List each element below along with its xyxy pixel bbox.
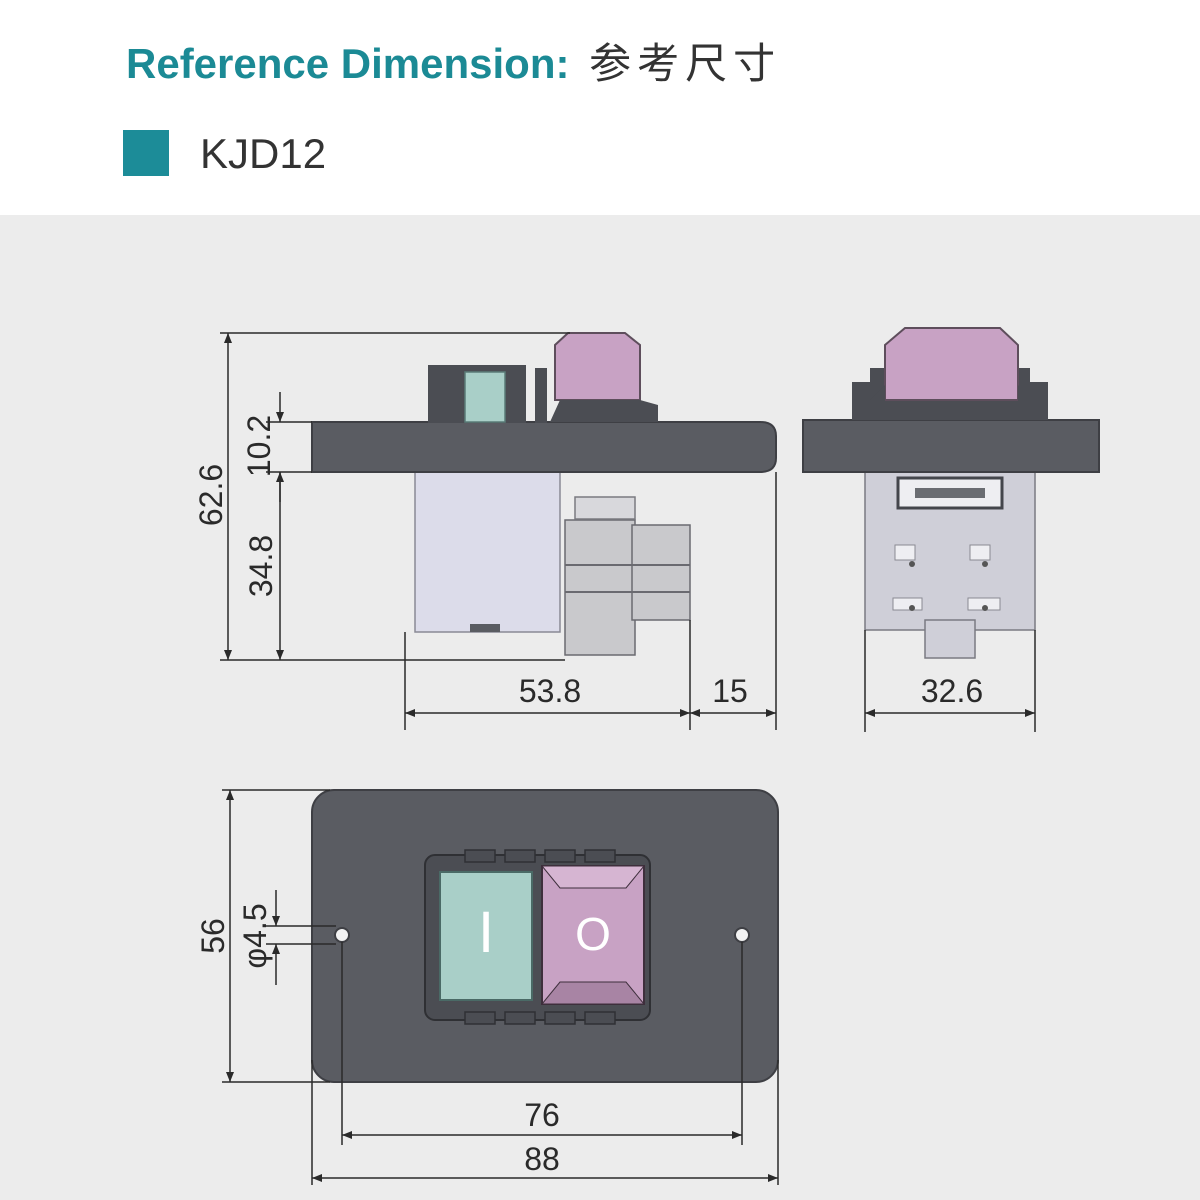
page-title: Reference Dimension: 参考尺寸 — [126, 30, 781, 91]
dim-label-62-6: 62.6 — [193, 464, 229, 526]
title-chinese: 参考尺寸 — [589, 39, 782, 88]
dim-label-10-2: 10.2 — [241, 415, 277, 477]
body-slot — [470, 624, 500, 632]
mounting-flange — [311, 421, 777, 473]
model-color-swatch — [123, 130, 169, 176]
end-view: 32.6 — [802, 327, 1100, 732]
dim-label-56: 56 — [195, 918, 231, 954]
end-flange — [802, 419, 1100, 473]
title-text: Reference Dimension: — [126, 40, 570, 87]
dim-label-34-8: 34.8 — [243, 535, 279, 597]
dim-label-32-6: 32.6 — [921, 673, 983, 709]
start-button-side — [428, 365, 526, 423]
stop-button-end — [884, 327, 1019, 401]
mounting-hole-left — [334, 927, 350, 943]
stop-button-side — [535, 332, 658, 423]
front-view: I O 56 φ4.5 76 88 — [195, 789, 779, 1185]
dim-label-88: 88 — [524, 1141, 560, 1177]
header: Reference Dimension: 参考尺寸 KJD12 — [0, 0, 1200, 215]
dim-label-hole-diameter: φ4.5 — [237, 903, 273, 968]
mounting-hole-right — [734, 927, 750, 943]
dim-label-15: 15 — [712, 673, 748, 709]
dim-label-76: 76 — [524, 1097, 560, 1133]
switch-body — [414, 471, 561, 633]
start-symbol: I — [478, 900, 494, 965]
dim-label-53-8: 53.8 — [519, 673, 581, 709]
start-button-front: I — [439, 871, 533, 1001]
stop-button-front: O — [540, 865, 646, 1005]
terminal-connector — [564, 496, 691, 656]
side-view: 62.6 10.2 34.8 53.8 15 — [193, 332, 777, 730]
model-label: KJD12 — [200, 130, 327, 177]
terminal-pins — [892, 544, 1001, 611]
stop-symbol: O — [575, 908, 611, 960]
